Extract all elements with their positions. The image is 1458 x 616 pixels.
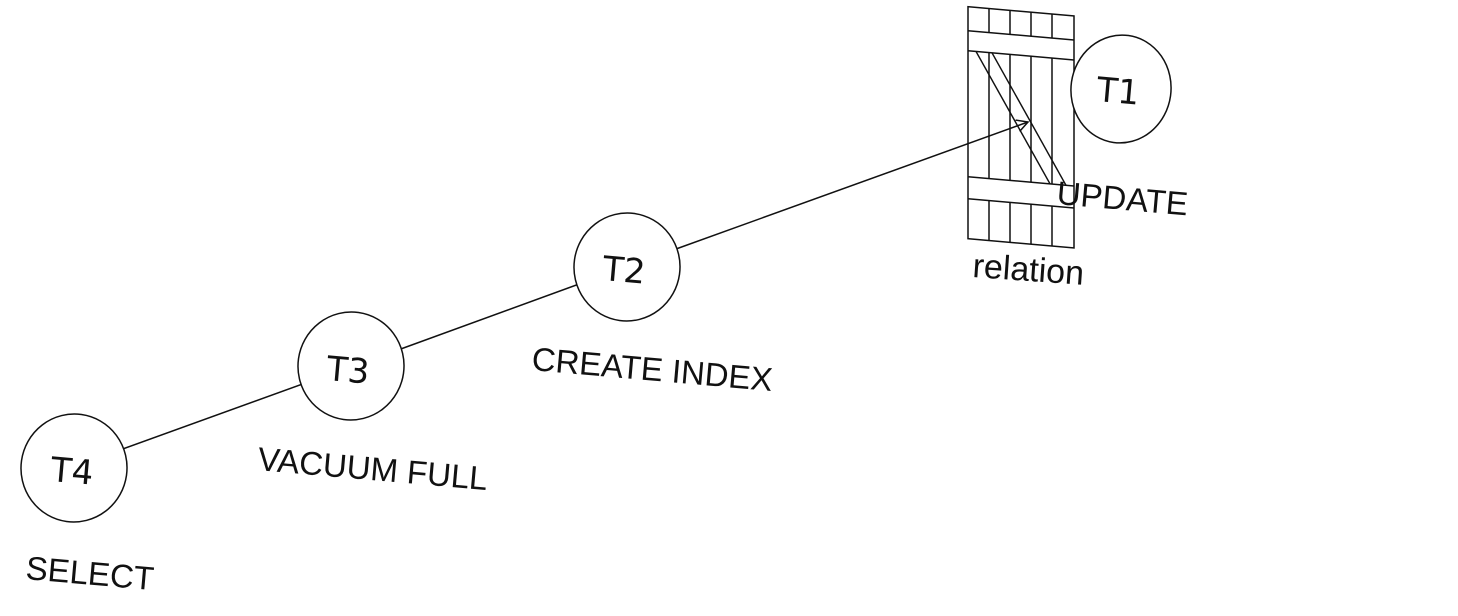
transaction-t2-node <box>573 212 681 322</box>
relation-block <box>967 5 1075 249</box>
transaction-t3-operation: VACUUM FULL <box>256 440 489 497</box>
transaction-t1-operation: UPDATE <box>1055 174 1189 222</box>
relation-label: relation <box>971 247 1085 293</box>
arrow-t2-to-relation <box>675 119 1030 250</box>
transaction-t1-node <box>1070 34 1172 144</box>
transaction-t2-operation: CREATE INDEX <box>530 340 774 398</box>
transaction-t1-id: T1 <box>1094 70 1141 114</box>
transaction-t4-id: T4 <box>48 450 95 494</box>
arrow-t4-to-t3 <box>119 370 335 451</box>
transaction-t3-node <box>297 311 405 421</box>
transaction-t4-node <box>20 413 128 523</box>
transaction-t2-id: T2 <box>600 249 647 293</box>
transaction-t4-operation: SELECT <box>24 549 155 597</box>
transaction-t3-id: T3 <box>324 349 371 393</box>
